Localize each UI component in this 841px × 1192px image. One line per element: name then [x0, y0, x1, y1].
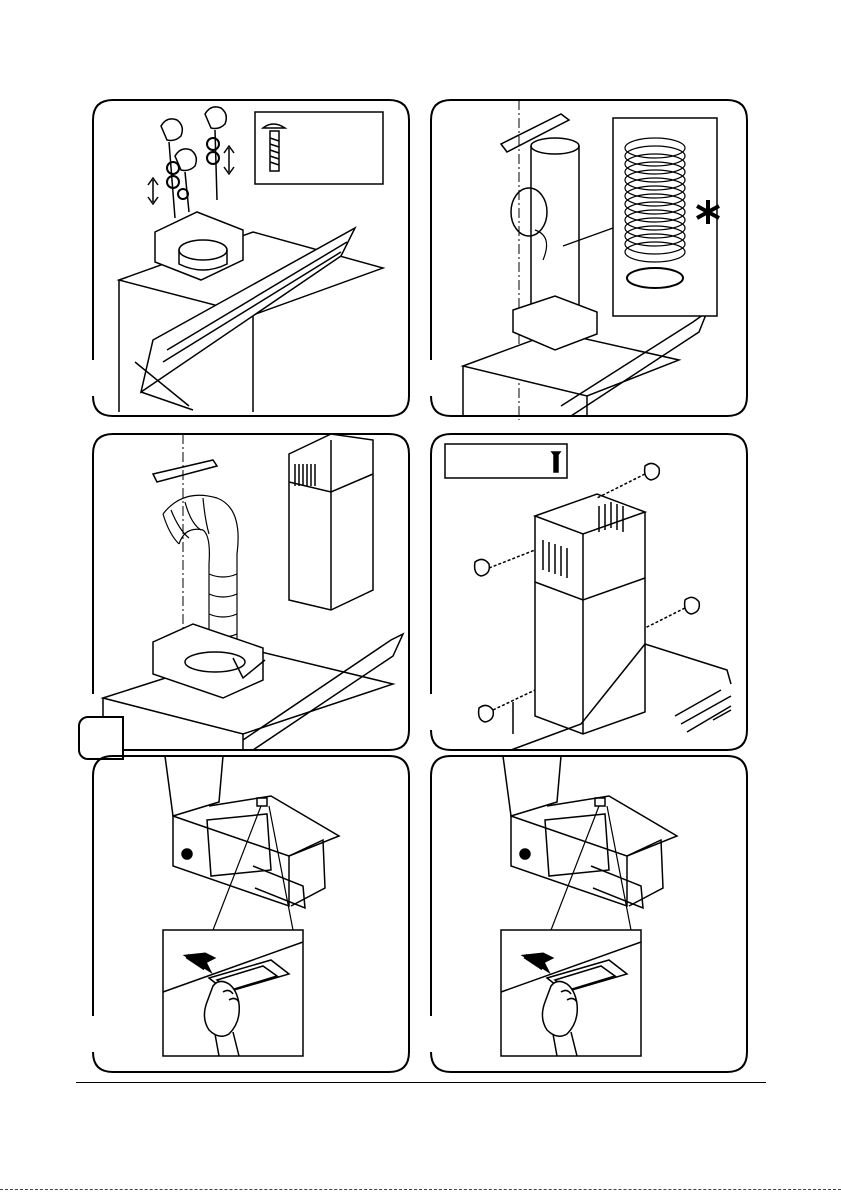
- figure-2-drawing: [431, 100, 749, 416]
- footer-rule: [76, 1082, 766, 1083]
- washer: [207, 138, 219, 150]
- figure-3-drawing: [93, 434, 411, 750]
- hood-body: [103, 624, 403, 750]
- chimney: [289, 434, 373, 610]
- figure-5-filter-release-left: [93, 756, 411, 1072]
- wall-bracket: [153, 460, 217, 482]
- figure-6-filter-release-right: [431, 756, 749, 1072]
- figure-6-drawing: [431, 756, 749, 1072]
- hood-open-view: [503, 756, 677, 908]
- screw-icon: [263, 124, 285, 171]
- screw-icon: [552, 452, 560, 472]
- screw-inset-box: [445, 444, 567, 478]
- hood-body: [511, 644, 731, 750]
- figure-1-bracket-assembly: [93, 100, 411, 416]
- washer: [207, 152, 219, 164]
- detail-circle: [511, 188, 547, 236]
- figure-2-duct-pipe: [431, 100, 749, 416]
- figure-3-flexible-duct: [93, 434, 411, 750]
- hood-open-view: [165, 756, 339, 908]
- page-edge-dashes: [0, 1189, 841, 1190]
- figure-5-drawing: [93, 756, 411, 1072]
- figure-4-drawing: [431, 434, 749, 750]
- washer: [167, 162, 179, 174]
- step-marker-tab: [78, 716, 124, 760]
- chimney: [535, 494, 645, 734]
- figure-4-chimney-fixing: [431, 434, 749, 750]
- figure-1-drawing: [93, 100, 411, 416]
